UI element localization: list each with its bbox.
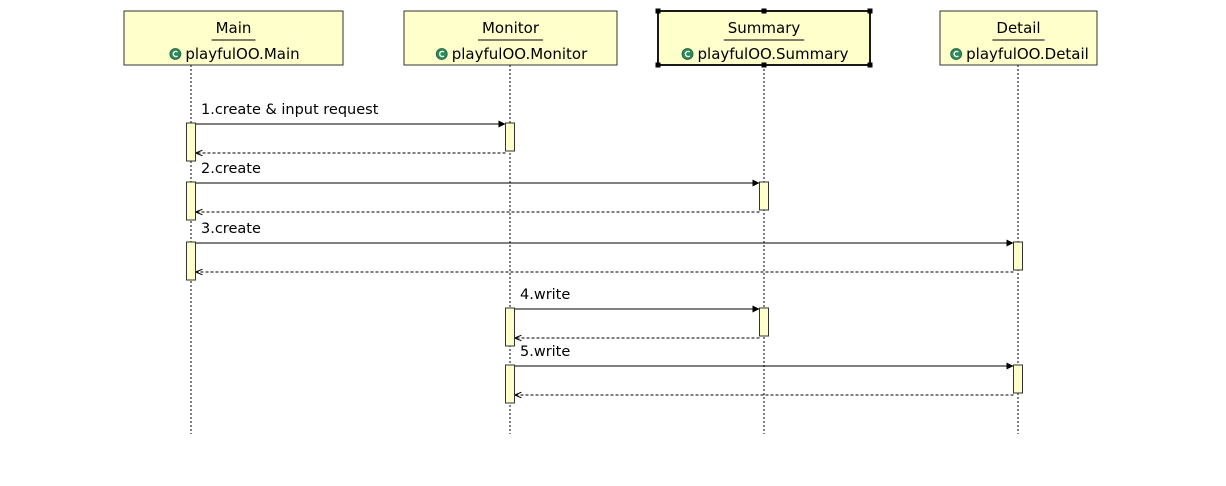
class-icon — [681, 48, 694, 60]
selection-handle[interactable] — [761, 62, 767, 68]
activation-main — [186, 122, 196, 162]
class-icon — [435, 48, 448, 60]
participant-stereotype: Detail — [996, 19, 1040, 37]
message-2[interactable]: 2.create — [195, 161, 760, 212]
activation-summary — [759, 307, 769, 337]
participant-box — [939, 10, 1098, 66]
participant-box — [657, 10, 871, 66]
class-icon — [169, 48, 182, 60]
participant-detail[interactable]: Detail playfulOO.Detail — [939, 10, 1098, 66]
message-5[interactable]: 5.write — [514, 344, 1014, 395]
activation-detail — [1013, 364, 1023, 394]
participant-name: playfulOO.Main — [185, 45, 299, 63]
participant-summary[interactable]: Summary playfulOO.Summary — [655, 8, 873, 68]
participant-name: playfulOO.Summary — [698, 45, 849, 63]
selection-handle[interactable] — [867, 62, 873, 68]
message-label: 3.create — [201, 221, 261, 237]
message-4[interactable]: 4.write — [514, 287, 760, 338]
activation-monitor — [505, 122, 515, 152]
message-1[interactable]: 1.create & input request — [195, 102, 506, 153]
participant-main[interactable]: Main playfulOO.Main — [123, 10, 344, 66]
activation-monitor — [505, 307, 515, 347]
message-3[interactable]: 3.create — [195, 221, 1014, 272]
participant-stereotype: Main — [216, 19, 252, 37]
participant-box — [123, 10, 344, 66]
selection-handle[interactable] — [655, 8, 661, 14]
activation-main — [186, 241, 196, 281]
participant-stereotype: Summary — [728, 19, 801, 37]
selection-handle[interactable] — [761, 8, 767, 14]
participant-monitor[interactable]: Monitor playfulOO.Monitor — [403, 10, 618, 66]
message-label: 4.write — [520, 287, 570, 303]
activation-summary — [759, 181, 769, 211]
participant-stereotype: Monitor — [482, 19, 540, 37]
activation-monitor — [505, 364, 515, 404]
activation-main — [186, 181, 196, 221]
selection-handle[interactable] — [655, 62, 661, 68]
selection-handle[interactable] — [867, 8, 873, 14]
message-label: 1.create & input request — [201, 102, 379, 118]
message-label: 2.create — [201, 161, 261, 177]
class-icon — [950, 48, 963, 60]
participant-box — [403, 10, 618, 66]
participant-name: playfulOO.Detail — [966, 45, 1089, 63]
message-label: 5.write — [520, 344, 570, 360]
activation-detail — [1013, 241, 1023, 271]
participant-name: playfulOO.Monitor — [452, 45, 588, 63]
